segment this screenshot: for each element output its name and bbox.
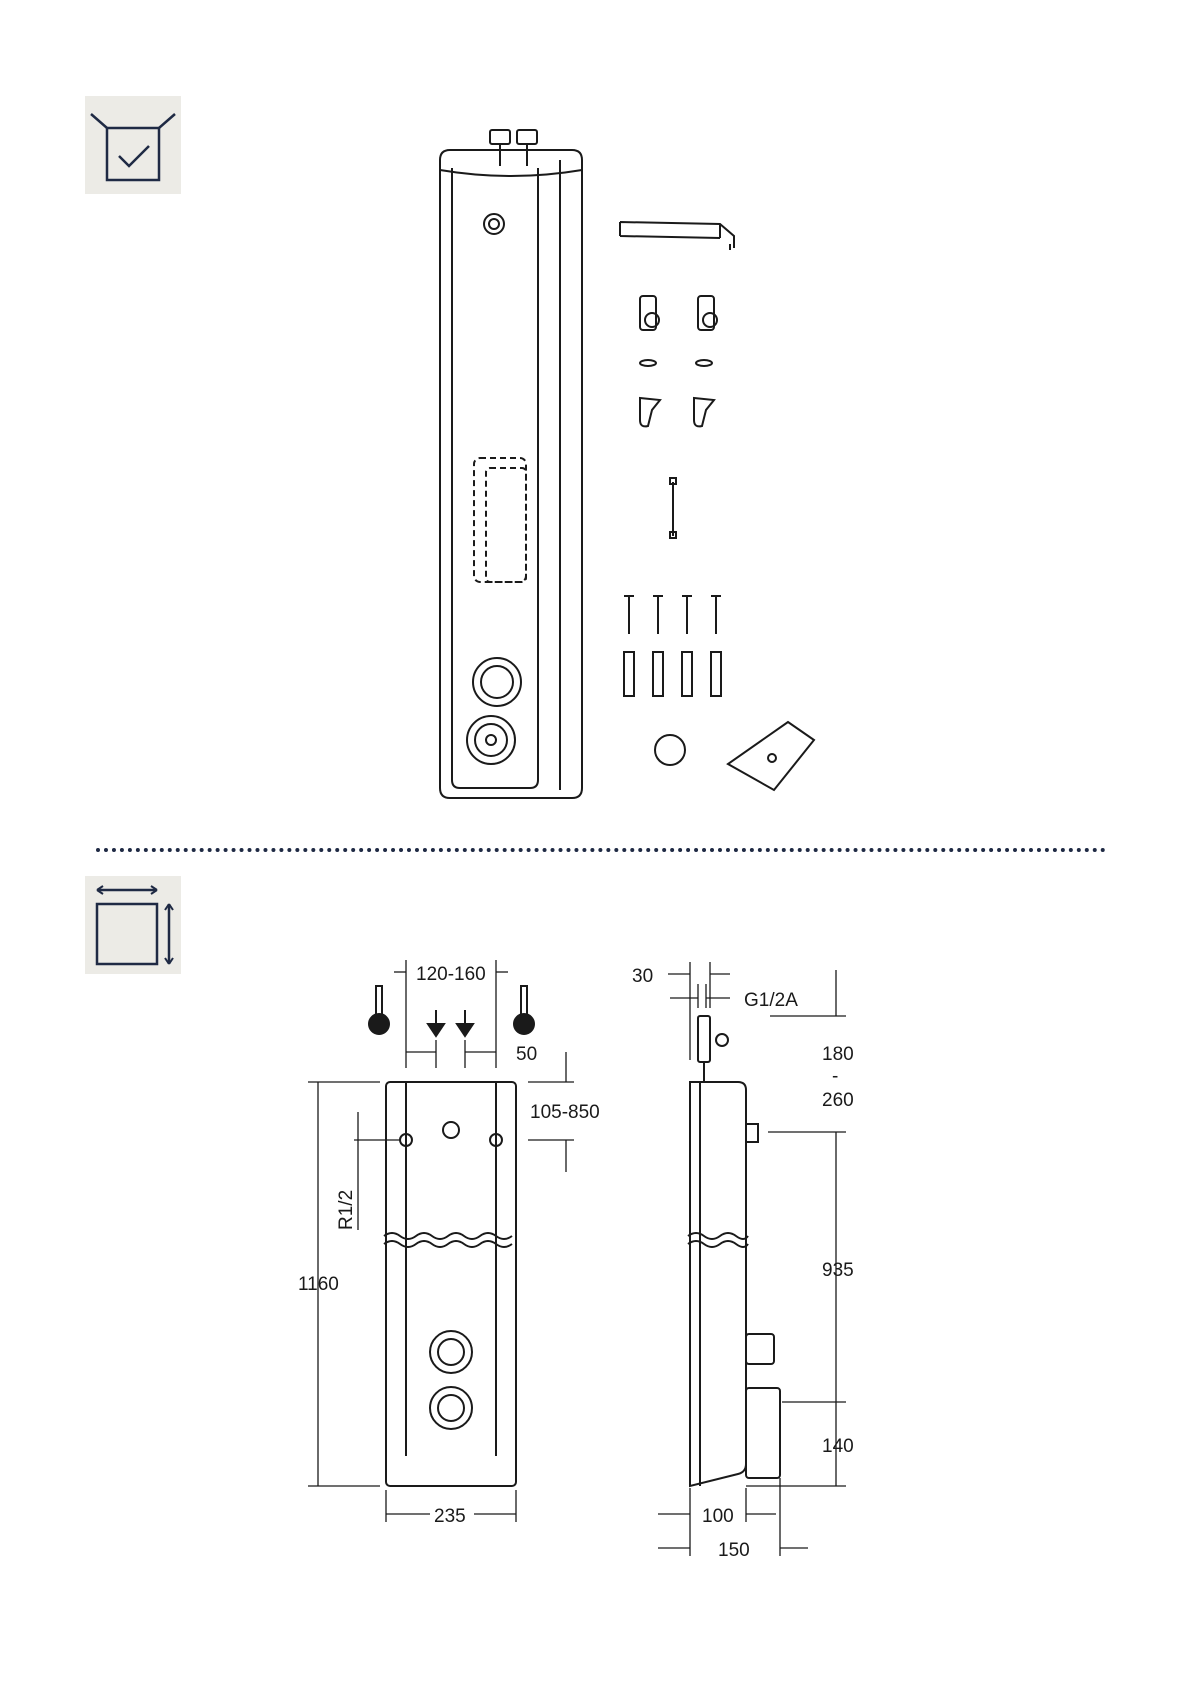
dim-bottom: 140	[822, 1436, 854, 1457]
section-divider	[96, 848, 1106, 852]
dimension-drawing: 120-160 50 105-850 R1/2 1160 235	[0, 880, 1191, 1580]
screws-and-plugs	[624, 596, 721, 696]
dim-thread-side: G1/2A	[744, 990, 798, 1011]
dim-top-spacing: 120-160	[416, 964, 486, 985]
dim-depth-1: 100	[702, 1506, 734, 1527]
side-view: 30 G1/2A 180 - 260 935 140 100 150	[632, 962, 854, 1561]
side-outline	[688, 1016, 780, 1486]
side-dimension-lines	[658, 962, 846, 1556]
front-view: 120-160 50 105-850 R1/2 1160 235	[298, 960, 600, 1527]
dim-fixing-range: 105-850	[530, 1102, 600, 1123]
inlet-arrows-icon	[428, 1010, 473, 1036]
contents-drawing	[0, 0, 1191, 840]
thermometer-cold-icon	[369, 986, 389, 1034]
front-outline	[384, 1082, 516, 1486]
dim-top-range-sep: -	[832, 1066, 838, 1087]
dim-mid: 935	[822, 1260, 854, 1281]
stop-valves	[640, 296, 717, 366]
dim-top-range-to: 260	[822, 1090, 854, 1111]
thermometer-hot-icon	[514, 986, 534, 1034]
dim-height: 1160	[298, 1274, 339, 1295]
elbow-fittings	[640, 398, 714, 426]
wall-bracket	[620, 222, 734, 250]
shower-panel	[440, 130, 582, 798]
dim-thickness-top: 30	[632, 966, 653, 987]
dim-depth-2: 150	[718, 1540, 750, 1561]
dim-inlet-offset: 50	[516, 1044, 537, 1065]
cover-cap-and-bag	[655, 722, 814, 790]
hose	[670, 478, 676, 538]
dim-top-range-from: 180	[822, 1044, 854, 1065]
dim-thread: R1/2	[336, 1190, 357, 1230]
dim-width: 235	[434, 1506, 466, 1527]
